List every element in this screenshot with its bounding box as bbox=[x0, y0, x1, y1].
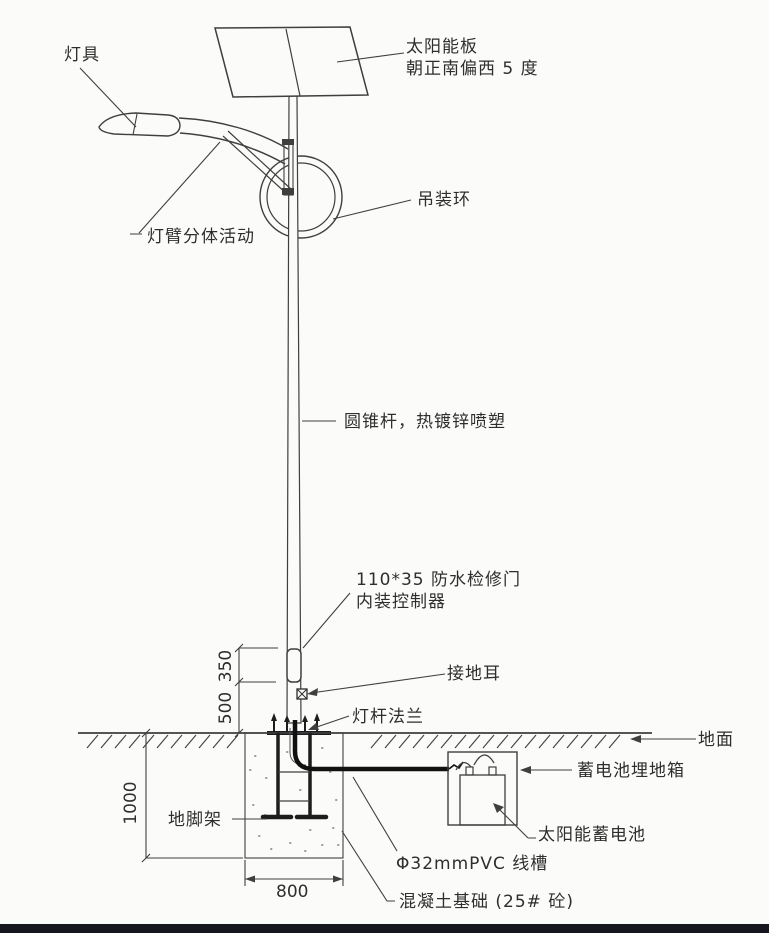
lamp-arm-label: 灯臂分体活动 bbox=[147, 227, 255, 247]
anchor-frame-shape bbox=[260, 733, 329, 820]
battery-box-label: 蓄电池埋地箱 bbox=[577, 761, 685, 781]
access-door-label-line1: 110*35 防水检修门 bbox=[356, 570, 521, 590]
battery-box-shape bbox=[447, 751, 518, 826]
solar-panel-shape bbox=[214, 26, 369, 98]
access-door-label-line2: 内装控制器 bbox=[356, 592, 446, 612]
lifting-ring-label: 吊装环 bbox=[417, 190, 471, 210]
solar-panel-label: 太阳能板 朝正南偏西 5 度 bbox=[406, 36, 539, 80]
dim-350: 350 bbox=[216, 649, 236, 683]
lamp-label: 灯具 bbox=[64, 45, 100, 65]
battery-label: 太阳能蓄电池 bbox=[538, 825, 646, 845]
dimension-lines bbox=[141, 643, 344, 886]
access-door-shape bbox=[286, 648, 302, 683]
lamp-shape bbox=[98, 112, 181, 137]
leader-lines bbox=[79, 52, 696, 902]
lamp-arm-shape bbox=[178, 117, 294, 196]
flange-label: 灯杆法兰 bbox=[352, 707, 424, 727]
footer-bar bbox=[0, 924, 769, 933]
access-door-label: 110*35 防水检修门 内装控制器 bbox=[356, 569, 521, 613]
pole-label: 圆锥杆，热镀锌喷塑 bbox=[344, 412, 506, 432]
solar-panel-label-line2: 朝正南偏西 5 度 bbox=[406, 59, 539, 79]
conduit-label: Φ32mmPVC 线槽 bbox=[396, 854, 549, 874]
pvc-conduit-shape bbox=[289, 720, 464, 772]
ground-label: 地面 bbox=[698, 730, 734, 750]
ground-lug-label: 接地耳 bbox=[447, 664, 501, 684]
lifting-ring-shape bbox=[259, 155, 343, 239]
anchor-frame-label: 地脚架 bbox=[168, 810, 222, 830]
dim-800: 800 bbox=[276, 882, 309, 902]
dim-500: 500 bbox=[216, 691, 236, 725]
solar-panel-label-line1: 太阳能板 bbox=[406, 37, 478, 57]
foundation-label: 混凝土基础 (25# 砼) bbox=[399, 892, 574, 912]
ground-lug-shape bbox=[296, 688, 308, 700]
dim-1000: 1000 bbox=[121, 781, 141, 825]
ground-line bbox=[78, 732, 652, 749]
